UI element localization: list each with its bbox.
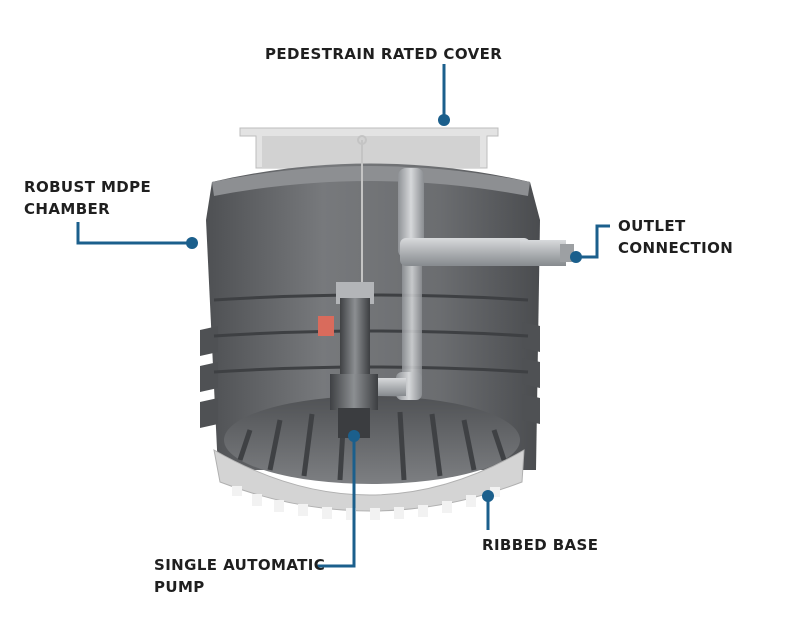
label-line: ROBUST MDPE bbox=[24, 178, 152, 196]
discharge-pipework bbox=[376, 168, 574, 400]
label-pedestrian-cover: PEDESTRAIN RATED COVER bbox=[265, 43, 502, 65]
leader-pump bbox=[316, 436, 356, 568]
label-line: RIBBED BASE bbox=[482, 536, 599, 554]
float-switch bbox=[318, 316, 334, 336]
label-single-automatic-pump: SINGLE AUTOMATIC PUMP bbox=[154, 554, 325, 598]
dot-pump bbox=[348, 430, 360, 442]
label-line: PUMP bbox=[154, 578, 205, 596]
leader-outlet bbox=[576, 224, 610, 259]
label-line: OUTLET bbox=[618, 217, 686, 235]
submersible-pump bbox=[318, 282, 378, 438]
dot-outlet bbox=[570, 251, 582, 263]
pedestrian-cover bbox=[239, 127, 499, 169]
label-line: CONNECTION bbox=[618, 239, 734, 257]
lifting-chain bbox=[357, 135, 367, 290]
label-line: SINGLE AUTOMATIC bbox=[154, 556, 326, 574]
leader-chamber bbox=[76, 222, 192, 245]
label-line: CHAMBER bbox=[24, 200, 111, 218]
leader-lines bbox=[76, 64, 610, 568]
dot-chamber bbox=[186, 237, 198, 249]
label-robust-chamber: ROBUST MDPE CHAMBER bbox=[24, 176, 151, 220]
dot-cover bbox=[438, 114, 450, 126]
ribbed-base bbox=[213, 449, 525, 520]
leader-dots bbox=[186, 114, 582, 502]
label-ribbed-base: RIBBED BASE bbox=[482, 534, 598, 556]
label-line: PEDESTRAIN RATED COVER bbox=[265, 45, 503, 63]
dot-base bbox=[482, 490, 494, 502]
label-outlet-connection: OUTLET CONNECTION bbox=[618, 215, 733, 259]
